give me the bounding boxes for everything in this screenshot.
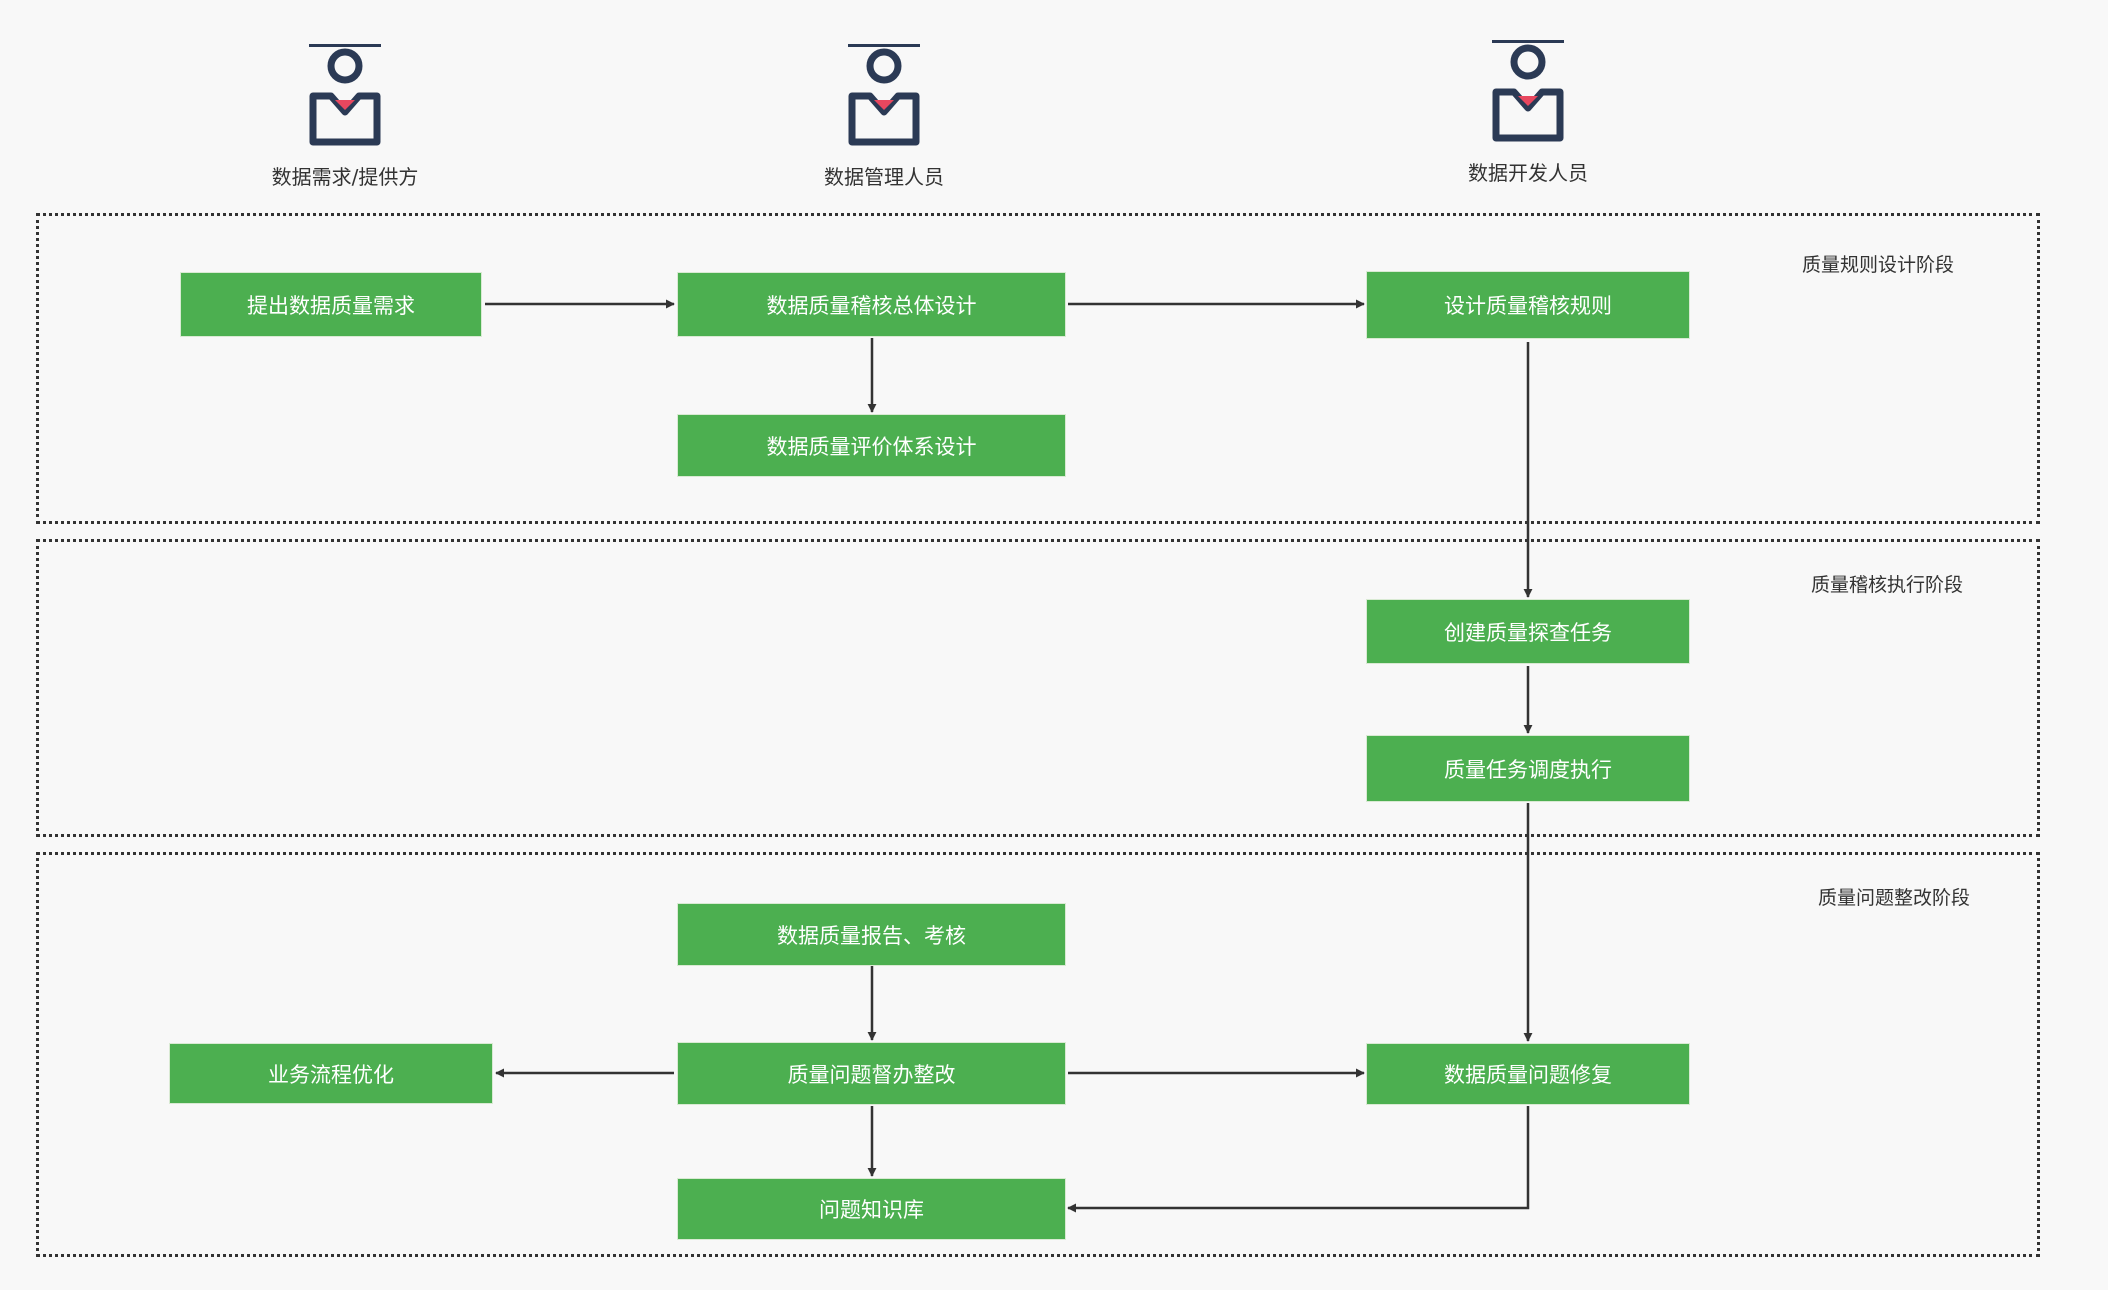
node-repair[interactable]: 数据质量问题修复 xyxy=(1366,1043,1690,1105)
lane-design xyxy=(36,213,2040,524)
role-provider: 数据需求/提供方 xyxy=(195,42,495,190)
node-schedule-task[interactable]: 质量任务调度执行 xyxy=(1366,735,1690,802)
role-provider-label: 数据需求/提供方 xyxy=(271,165,419,189)
node-optimize[interactable]: 业务流程优化 xyxy=(169,1043,493,1104)
node-evaluation-design[interactable]: 数据质量评价体系设计 xyxy=(677,414,1066,477)
node-rule-design[interactable]: 设计质量稽核规则 xyxy=(1366,271,1690,339)
role-manager: 数据管理人员 xyxy=(734,42,1034,190)
node-create-task[interactable]: 创建质量探查任务 xyxy=(1366,599,1690,664)
node-overall-design[interactable]: 数据质量稽核总体设计 xyxy=(677,272,1066,337)
node-supervise[interactable]: 质量问题督办整改 xyxy=(677,1042,1066,1105)
role-developer: 数据开发人员 xyxy=(1378,38,1678,186)
node-knowledge-base[interactable]: 问题知识库 xyxy=(677,1178,1066,1240)
user-heart-icon xyxy=(1492,40,1564,142)
lane-rectify xyxy=(36,852,2040,1257)
lane-design-label: 质量规则设计阶段 xyxy=(1802,254,1955,276)
role-developer-label: 数据开发人员 xyxy=(1468,161,1588,185)
user-heart-icon xyxy=(309,44,381,146)
node-report[interactable]: 数据质量报告、考核 xyxy=(677,903,1066,966)
role-manager-label: 数据管理人员 xyxy=(824,165,944,189)
lane-rectify-label: 质量问题整改阶段 xyxy=(1818,887,1971,909)
user-heart-icon xyxy=(848,44,920,146)
lane-execute-label: 质量稽核执行阶段 xyxy=(1811,574,1964,596)
node-raise-requirement[interactable]: 提出数据质量需求 xyxy=(180,272,482,337)
lane-execute xyxy=(36,539,2040,837)
